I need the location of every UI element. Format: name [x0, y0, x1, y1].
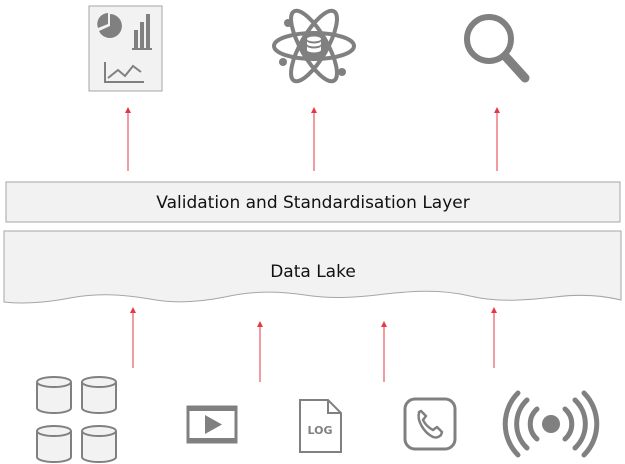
validation-layer: Validation and Standardisation Layer: [5, 181, 621, 223]
data-lake: Data Lake: [3, 230, 622, 304]
databases-icon: [36, 376, 117, 463]
search-icon: [464, 14, 530, 83]
validation-layer-label: Validation and Standardisation Layer: [156, 193, 469, 213]
log-file-icon: LOG: [299, 399, 342, 453]
phone-icon: [403, 397, 457, 451]
video-player-icon: [186, 405, 238, 444]
data-lake-label: Data Lake: [270, 262, 356, 282]
broadcast-signal-icon: [502, 390, 600, 458]
data-science-atom-icon: [272, 8, 356, 84]
log-file-label: LOG: [308, 424, 333, 437]
dashboard-charts-icon: [88, 5, 163, 92]
